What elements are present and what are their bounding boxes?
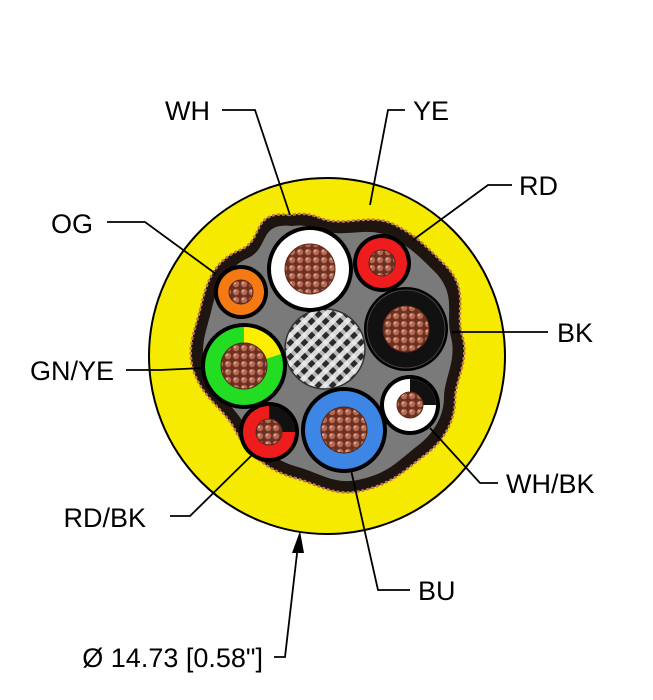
- conductor-bk: [364, 287, 448, 371]
- conductor-wh: [267, 226, 353, 312]
- conductor-wh-bk: [380, 375, 440, 435]
- leader-wh: [222, 109, 291, 216]
- conductor-gn-ye: [201, 323, 287, 409]
- label-diameter: Ø 14.73 [0.58"]: [82, 643, 263, 673]
- label-og: OG: [51, 209, 93, 239]
- leader-rd-bk: [170, 454, 253, 517]
- label-bu: BU: [418, 576, 456, 606]
- diameter-arrow-icon: [292, 531, 304, 553]
- label-rd-bk: RD/BK: [63, 503, 146, 533]
- label-wh: WH: [165, 96, 210, 126]
- label-bk: BK: [557, 318, 593, 348]
- label-ye: YE: [413, 96, 449, 126]
- leader-ye: [369, 109, 405, 206]
- leader-bu: [350, 469, 410, 591]
- conductor-rd-bk: [239, 402, 299, 462]
- conductor-rd: [353, 234, 411, 292]
- leader-gn-ye: [126, 367, 204, 371]
- leader-diameter: [274, 544, 299, 658]
- leader-wh-bk: [429, 427, 498, 484]
- label-wh-bk: WH/BK: [506, 469, 595, 499]
- conductor-bu: [301, 387, 387, 473]
- leader-og: [107, 221, 217, 275]
- braided-drain-wire-icon: [284, 308, 366, 390]
- label-rd: RD: [519, 171, 558, 201]
- leader-rd: [412, 184, 512, 241]
- conductor-og: [214, 265, 268, 319]
- label-gn-ye: GN/YE: [30, 356, 114, 386]
